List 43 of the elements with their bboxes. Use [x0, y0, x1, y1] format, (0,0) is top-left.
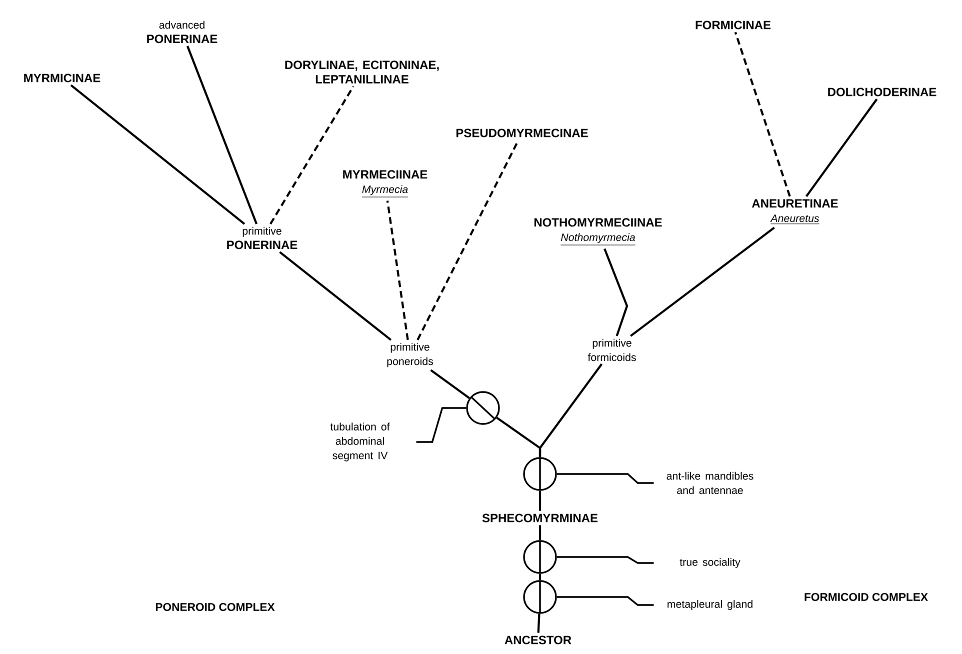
branch-line: [604, 248, 628, 336]
branch-line: [270, 86, 354, 224]
character-label: tubulation of abdominal segment IV: [330, 422, 390, 462]
branch-line: [279, 251, 392, 341]
branch-line: [538, 363, 603, 458]
branch-line: [538, 525, 542, 540]
character-label: metapleural gland: [668, 600, 752, 610]
branch-line: [805, 98, 878, 197]
taxon-label: ANCESTOR: [504, 636, 572, 644]
character-circle: [523, 540, 557, 574]
branch-line: [537, 614, 540, 633]
taxon-label: ANEURETINAE Aneuretus: [752, 199, 838, 224]
taxon-label: MYRMICINAE: [24, 74, 100, 82]
leader-line: [556, 596, 654, 606]
taxon-label: MYRMECIINAE Myrmecia: [343, 170, 428, 198]
group-label: PONEROID COMPLEX: [156, 603, 275, 612]
branch-line: [430, 369, 470, 399]
branch-line: [630, 226, 775, 337]
taxon-label: DORYLINAE, ECITONINAE, LEPTANILLINAE: [285, 60, 439, 84]
branch-line: [386, 200, 409, 340]
taxon-label: SPHECOMYRMINAE: [482, 514, 598, 522]
taxon-label: DOLICHODERINAE: [828, 88, 936, 96]
character-circle: [466, 391, 500, 425]
character-label: ant-like mandibles and antennae: [666, 472, 754, 494]
branch-line: [538, 490, 542, 511]
leader-line: [416, 407, 466, 443]
taxon-label: primitive poneroids: [387, 342, 434, 368]
branch-line: [186, 46, 258, 224]
leader-line: [556, 556, 654, 564]
branch-line: [734, 32, 791, 197]
branch-line: [70, 84, 246, 225]
character-circle: [523, 580, 557, 614]
group-label: FORMICOID COMPLEX: [804, 593, 928, 602]
taxon-label: primitive formicoids: [588, 338, 636, 362]
character-label: true sociality: [680, 558, 740, 568]
taxon-label: primitive PONERINAE: [227, 226, 298, 250]
character-circle: [523, 457, 557, 491]
branch-line: [538, 574, 542, 580]
taxon-label: NOTHOMYRMECIINAE Nothomyrmecia: [534, 218, 662, 246]
leader-line: [556, 473, 654, 484]
taxon-label: PSEUDOMYRMECINAE: [456, 128, 588, 138]
taxon-label: advanced PONERINAE: [147, 20, 218, 44]
taxon-label: FORMICINAE: [696, 20, 771, 30]
